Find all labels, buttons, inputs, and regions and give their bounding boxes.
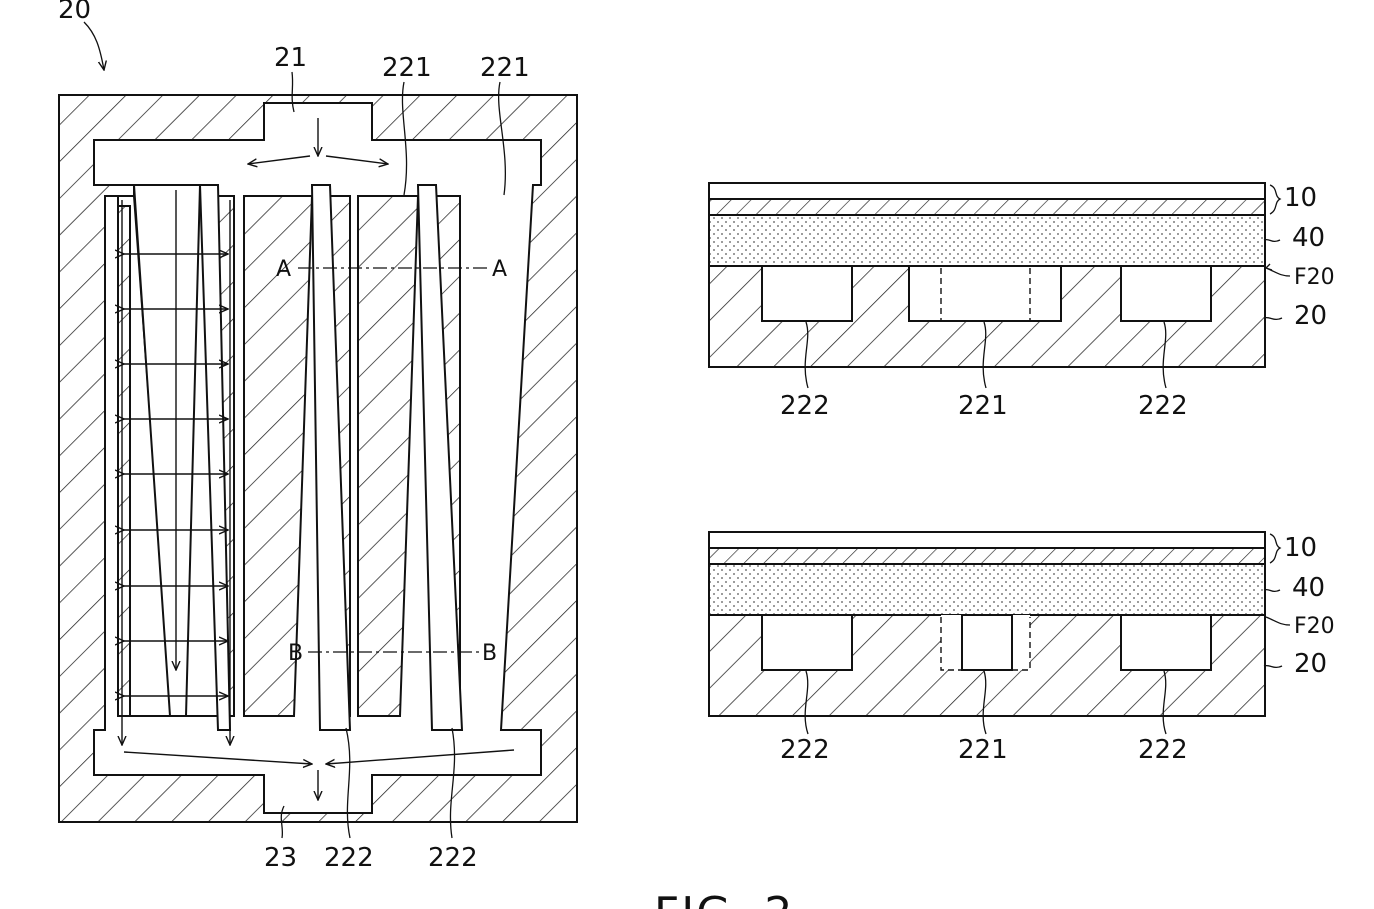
section-a-channel-right: 222 — [1138, 391, 1188, 421]
section-b-channel-right: 222 — [1138, 735, 1188, 765]
section-b-right-label: B — [482, 641, 497, 666]
section-b-channel-left: 222 — [780, 735, 830, 765]
ref-return-left-label: 222 — [324, 843, 374, 873]
section-b-view: 10 40 F20 20 222 221 222 — [709, 532, 1335, 765]
section-b-left-label: B — [288, 641, 303, 666]
section-a-left-label: A — [276, 257, 291, 282]
plan-view: 20 21 221 221 A A B B 23 222 222 — [58, 0, 577, 873]
ref-return-right-label: 222 — [428, 843, 478, 873]
section-a-channel-left: 222 — [780, 391, 830, 421]
section-a-layer-10: 10 — [1284, 183, 1317, 213]
section-a-right-label: A — [492, 257, 507, 282]
section-b-interface-f20: F20 — [1294, 614, 1335, 639]
section-b-layer-10: 10 — [1284, 533, 1317, 563]
section-b-substrate-20: 20 — [1294, 649, 1327, 679]
section-a-interface-f20: F20 — [1294, 265, 1335, 290]
figure-caption: FIG. 2 — [654, 888, 794, 909]
ref-plate-label: 20 — [58, 0, 91, 25]
section-a-channel-center: 221 — [958, 391, 1008, 421]
section-b-channel-center: 221 — [958, 735, 1008, 765]
ref-branch-right-label: 221 — [480, 53, 530, 83]
ref-branch-left-label: 221 — [382, 53, 432, 83]
ref-outlet-label: 23 — [264, 843, 297, 873]
section-b-layer-40: 40 — [1292, 573, 1325, 603]
section-a-layer-40: 40 — [1292, 223, 1325, 253]
section-a-view: 10 40 F20 20 222 221 222 — [709, 183, 1335, 421]
ref-inlet-label: 21 — [274, 43, 307, 73]
section-a-substrate-20: 20 — [1294, 301, 1327, 331]
